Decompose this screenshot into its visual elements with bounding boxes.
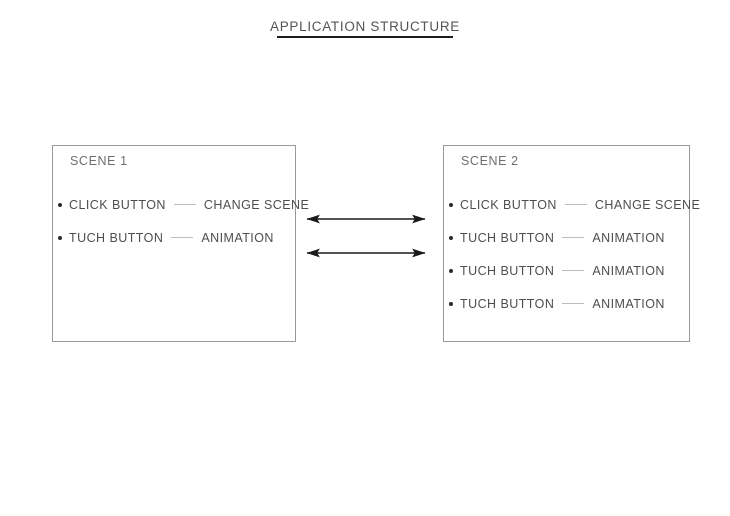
list-item: CLICK BUTTON CHANGE SCENE bbox=[53, 188, 309, 221]
scene-1-heading: SCENE 1 bbox=[70, 154, 128, 168]
dash-separator-icon bbox=[562, 237, 585, 238]
row-action-label: TUCH BUTTON bbox=[69, 230, 164, 245]
dash-separator-icon bbox=[562, 303, 585, 304]
scene-box-2: SCENE 2 CLICK BUTTON CHANGE SCENE TUCH B… bbox=[443, 145, 700, 342]
dash-separator-icon bbox=[173, 204, 196, 205]
row-result-label: ANIMATION bbox=[592, 230, 665, 245]
title-block: APPLICATION STRUCTURE bbox=[0, 18, 730, 40]
row-result-label: CHANGE SCENE bbox=[203, 197, 310, 212]
scene-box-1: SCENE 1 CLICK BUTTON CHANGE SCENE TUCH B… bbox=[52, 145, 309, 342]
row-result-label: ANIMATION bbox=[201, 230, 274, 245]
bullet-icon bbox=[449, 268, 453, 273]
scene-1-rows: CLICK BUTTON CHANGE SCENE TUCH BUTTON AN… bbox=[53, 188, 309, 254]
dash-separator-icon bbox=[564, 204, 587, 205]
row-action-label: TUCH BUTTON bbox=[460, 230, 555, 245]
dash-separator-icon bbox=[562, 270, 585, 271]
dash-separator-icon bbox=[171, 237, 194, 238]
row-result-label: ANIMATION bbox=[592, 296, 665, 311]
page-title: APPLICATION STRUCTURE bbox=[270, 19, 460, 34]
bullet-icon bbox=[449, 301, 453, 306]
bullet-icon bbox=[58, 202, 62, 207]
title-underline-rule bbox=[277, 36, 453, 38]
row-result-label: ANIMATION bbox=[592, 263, 665, 278]
bullet-icon bbox=[58, 235, 62, 240]
scene-2-rows: CLICK BUTTON CHANGE SCENE TUCH BUTTON AN… bbox=[444, 188, 700, 320]
row-action-label: CLICK BUTTON bbox=[69, 197, 166, 212]
row-action-label: TUCH BUTTON bbox=[460, 263, 555, 278]
bullet-icon bbox=[449, 235, 453, 240]
row-action-label: CLICK BUTTON bbox=[460, 197, 557, 212]
list-item: TUCH BUTTON ANIMATION bbox=[444, 254, 689, 287]
scene-2-heading: SCENE 2 bbox=[461, 154, 519, 168]
row-result-label: CHANGE SCENE bbox=[594, 197, 701, 212]
list-item: CLICK BUTTON CHANGE SCENE bbox=[444, 188, 700, 221]
list-item: TUCH BUTTON ANIMATION bbox=[53, 221, 295, 254]
list-item: TUCH BUTTON ANIMATION bbox=[444, 287, 689, 320]
bullet-icon bbox=[449, 202, 453, 207]
row-action-label: TUCH BUTTON bbox=[460, 296, 555, 311]
connector-arrows-group bbox=[306, 214, 426, 258]
list-item: TUCH BUTTON ANIMATION bbox=[444, 221, 689, 254]
